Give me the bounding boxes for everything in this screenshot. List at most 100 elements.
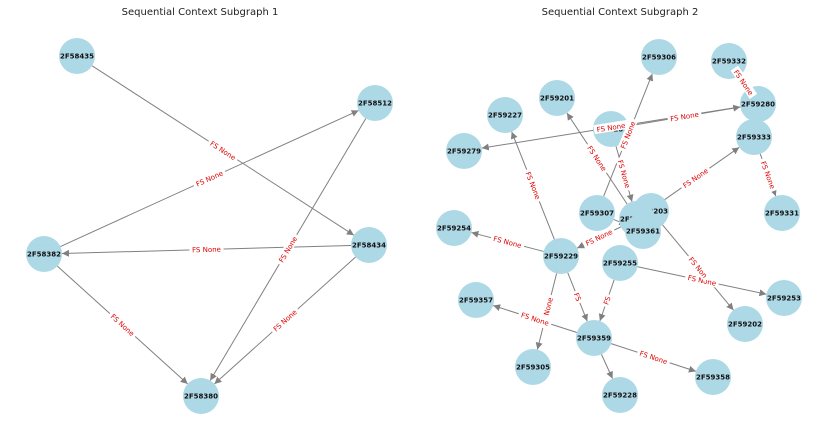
node-circle: [26, 236, 62, 272]
node-2F59331: 2F59331: [764, 195, 800, 231]
node-label: 2F59358: [696, 374, 730, 382]
node-2F59201: 2F59201: [539, 80, 575, 116]
node-2F59229: 2F59229: [543, 238, 579, 274]
edge-label-background: [758, 157, 779, 193]
edge-label-background: [666, 108, 702, 124]
edge-label: FS None: [192, 246, 221, 255]
node-label: 2F59229: [544, 253, 578, 261]
edge-label-background: [571, 289, 585, 305]
node-label: 2F58435: [60, 53, 94, 61]
edge-label-background: [522, 167, 544, 203]
node-2F59202: 2F59202: [727, 306, 763, 342]
edge-2F59359-to-2F59228: [601, 354, 613, 379]
nodes-layer: 2F58435 2F58512 2F58382 2F58434 2F58380 2F593…: [26, 38, 802, 414]
node-circle: [641, 39, 677, 75]
edge-label-background: [685, 252, 712, 282]
edges-layer: [57, 65, 777, 385]
node-circle: [764, 195, 800, 231]
node-circle: [539, 80, 575, 116]
node-circle: [736, 119, 772, 155]
edge-label: FS: [572, 292, 583, 303]
node-circle: [436, 210, 472, 246]
node-2F59333: 2F59333: [736, 119, 772, 155]
node-label: 2F59333: [737, 134, 771, 142]
node-2F59253: 2F59253: [766, 280, 802, 316]
panel-2-title: Sequential Context Subgraph 2: [541, 7, 699, 18]
edge-label: FS None: [682, 167, 710, 190]
node-label: 2F59228: [603, 392, 637, 400]
node-label: 2F59254: [437, 225, 471, 233]
node-2F59255: 2F59255: [602, 245, 638, 281]
node-label: 2F59305: [516, 364, 550, 372]
node-2F58382: 2F58382: [26, 236, 62, 272]
node-circle: [602, 377, 638, 413]
node-circle: [576, 320, 612, 356]
node-2F58380: 2F58380: [183, 378, 219, 414]
edge-label-background: [489, 232, 526, 251]
node-circle: [357, 85, 393, 121]
node-label: 2F59361: [626, 228, 660, 236]
node-label: 2F59253: [767, 295, 801, 303]
edge-label-background: [189, 244, 224, 254]
node-circle: [579, 195, 615, 231]
edge-label-background: [584, 141, 611, 175]
node-circle: [766, 280, 802, 316]
node-label: 2F58512: [358, 100, 392, 108]
node-label: 2F59202: [728, 321, 762, 329]
edge-label-background: [615, 156, 634, 192]
node-2F58434: 2F58434: [351, 227, 387, 263]
edge-label-background: [678, 164, 712, 192]
edge-label: FS None: [670, 111, 700, 124]
edge-label-background: [636, 347, 672, 367]
node-circle: [515, 349, 551, 385]
edge-label-background: [268, 305, 301, 335]
edge-label: FS None: [759, 160, 776, 190]
node-label: 2F58380: [184, 393, 218, 401]
edge-label: FS None: [638, 350, 668, 367]
node-label: 2F59307: [580, 210, 614, 218]
edge-label-background: [581, 225, 617, 249]
node-circle: [602, 245, 638, 281]
node-circle: [625, 213, 661, 249]
edge-label-background: [206, 137, 241, 164]
node-label: 2F59255: [603, 260, 637, 268]
edge-label-background: [191, 166, 227, 190]
edge-label-background: [107, 309, 139, 340]
edge-label-background: [684, 272, 720, 288]
node-2F59358: 2F59358: [695, 359, 731, 395]
node-2F59359: 2F59359: [576, 320, 612, 356]
node-label: 2F59280: [741, 101, 775, 109]
node-2F59307: 2F59307: [579, 195, 615, 231]
node-2F59357: 2F59357: [458, 282, 494, 318]
node-circle: [446, 133, 482, 169]
panel-1-title: Sequential Context Subgraph 1: [121, 7, 279, 18]
node-circle: [543, 238, 579, 274]
edge-label: FS None: [109, 313, 136, 338]
node-2F58512: 2F58512: [357, 85, 393, 121]
node-label: 2F59359: [577, 335, 611, 343]
node-circle: [458, 282, 494, 318]
edge-label: FS None: [195, 169, 225, 188]
node-label: 2F59306: [642, 54, 676, 62]
node-circle: [487, 97, 523, 133]
node-2F59305: 2F59305: [515, 349, 551, 385]
edge-label-background: [600, 292, 613, 308]
node-circle: [351, 227, 387, 263]
node-2F59228: 2F59228: [602, 377, 638, 413]
node-label: 2F58434: [352, 242, 386, 250]
node-2F58435: 2F58435: [59, 38, 95, 74]
node-2F59306: 2F59306: [641, 39, 677, 75]
node-2F59254: 2F59254: [436, 210, 472, 246]
edge-label-background: [593, 119, 629, 135]
node-circle: [727, 306, 763, 342]
edge-label-background: [517, 309, 553, 329]
node-label: 2F59332: [712, 58, 746, 66]
node-label: 2F59279: [447, 148, 481, 156]
edge-label-background: [730, 65, 758, 99]
node-circle: [183, 378, 219, 414]
edge-label: FS None: [732, 69, 755, 97]
edge-label-background: [274, 232, 301, 267]
node-label: 2F59227: [488, 112, 522, 120]
node-label: 2F59357: [459, 297, 493, 305]
